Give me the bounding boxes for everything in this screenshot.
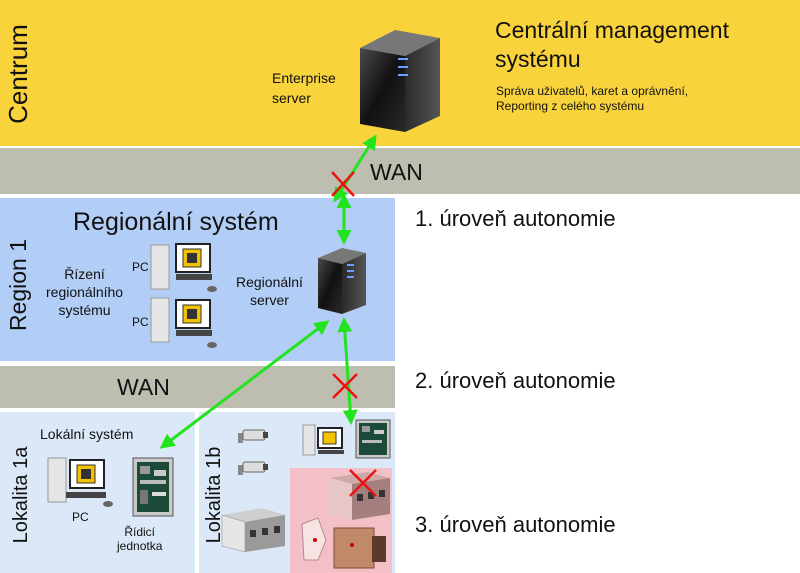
autonomy-level-3: 3. úroveň autonomie bbox=[415, 512, 616, 537]
pc2-label: PC bbox=[132, 315, 149, 329]
cross-icon-3 bbox=[349, 469, 377, 497]
building-icon-2 bbox=[330, 472, 390, 520]
pc1-label: PC bbox=[132, 260, 149, 274]
central-management-title: Centrální management systému bbox=[495, 17, 729, 72]
wan-top-band bbox=[0, 148, 800, 194]
central-management-description: Správa uživatelů, karet a oprávnění, Rep… bbox=[496, 84, 689, 113]
local-b-pc-icon bbox=[302, 424, 344, 456]
pc-icon-1 bbox=[150, 243, 217, 292]
pc-icon-2 bbox=[150, 297, 217, 348]
wan-top-label: WAN bbox=[370, 159, 423, 185]
local-pc-icon bbox=[47, 457, 113, 507]
local-b-control-unit-icon bbox=[355, 419, 391, 459]
autonomy-level-1: 1. úroveň autonomie bbox=[415, 206, 616, 231]
camera-icon-2 bbox=[238, 461, 268, 475]
autonomy-level-2: 2. úroveň autonomie bbox=[415, 368, 616, 393]
regional-control-label: Řízení regionálního systému bbox=[46, 266, 124, 318]
building-icon-1 bbox=[221, 508, 285, 553]
control-unit-icon bbox=[132, 457, 174, 517]
regional-server-icon bbox=[318, 248, 366, 314]
camera-icon-1 bbox=[238, 429, 268, 443]
local-system-title: Lokální systém bbox=[40, 426, 134, 442]
enterprise-server-label: Enterprise server bbox=[272, 70, 336, 106]
link-arrow-icon bbox=[159, 134, 377, 449]
enterprise-server-icon bbox=[360, 30, 440, 132]
local-pc-label: PC bbox=[72, 510, 89, 524]
cross-icon-1 bbox=[331, 171, 355, 197]
alarm-sensor-icon-1 bbox=[301, 517, 327, 561]
alarm-sensor-icon-2 bbox=[333, 527, 386, 569]
control-unit-label: Řídicí jednotka bbox=[117, 525, 163, 553]
cross-icon-2 bbox=[332, 373, 358, 399]
regional-server-label: Regionální server bbox=[236, 274, 303, 308]
regional-system-title: Regionální systém bbox=[73, 208, 279, 236]
